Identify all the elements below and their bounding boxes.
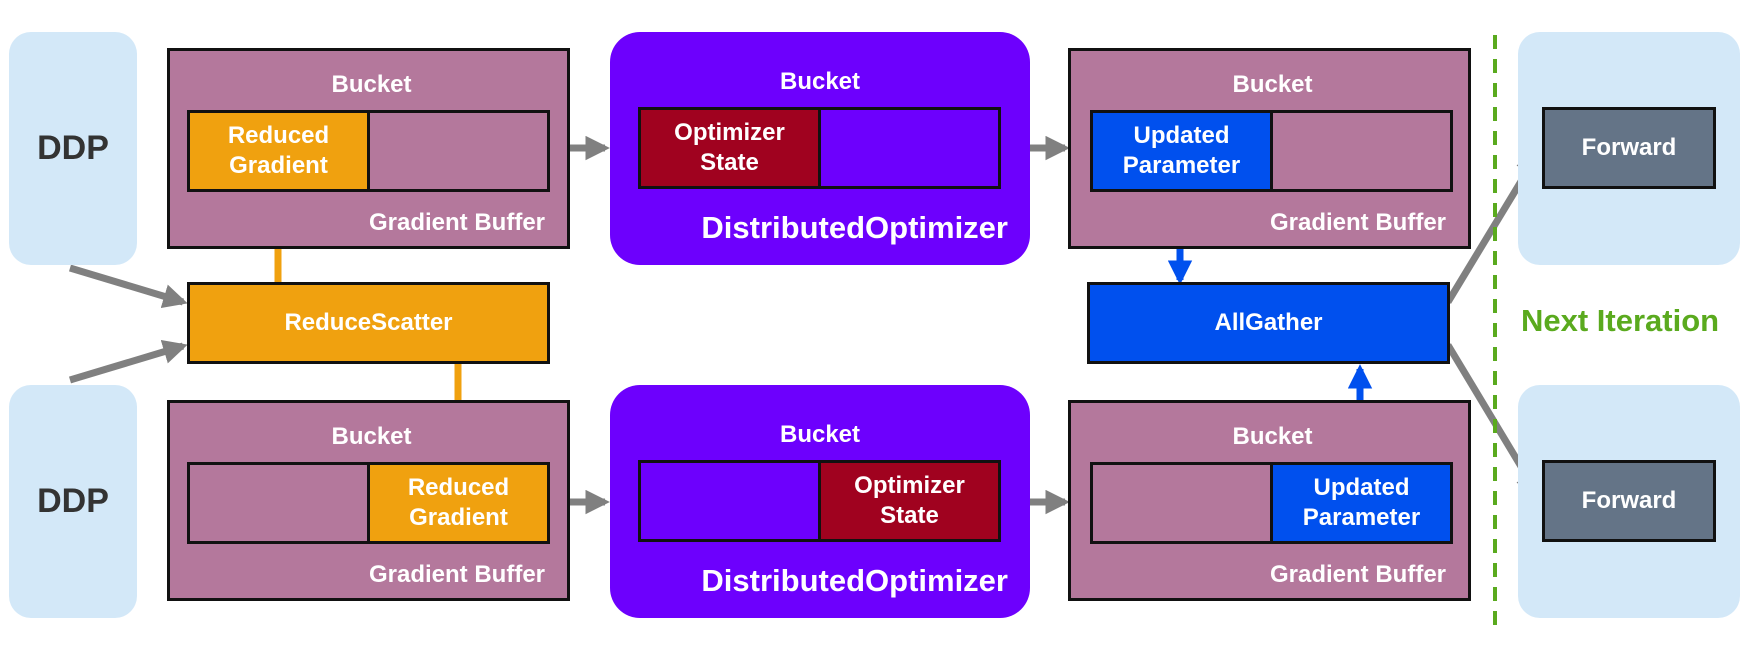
bucket-label: Bucket xyxy=(779,421,861,448)
ddp-top-to-reducescatter-arrow xyxy=(68,264,188,309)
bucket-label: Bucket xyxy=(331,71,412,98)
bucket-label: Bucket xyxy=(1232,423,1313,450)
ddp-box-bottom: DDP xyxy=(9,385,137,618)
distributed-optimizer-label: DistributedOptimizer xyxy=(701,210,1008,245)
bucket-label: Bucket xyxy=(779,68,861,95)
bucket-label: Bucket xyxy=(1232,71,1313,98)
reduce-scatter-label: ReduceScatter xyxy=(284,309,453,336)
empty-bucket-cell xyxy=(190,465,367,541)
forward-label: Forward xyxy=(1581,487,1677,514)
next-iteration-box-bottom: Forward xyxy=(1518,385,1740,618)
ddp-box-top: DDP xyxy=(9,32,137,265)
forward-box: Forward xyxy=(1542,460,1716,542)
empty-bucket-cell xyxy=(1270,113,1450,189)
gradient-buffer-label: Gradient Buffer xyxy=(1269,561,1446,588)
all-gather-box: AllGather xyxy=(1087,282,1450,364)
distributed-optimizer-label: DistributedOptimizer xyxy=(701,563,1008,598)
gradient-buffer-label: Gradient Buffer xyxy=(1269,209,1446,236)
all-gather-label: AllGather xyxy=(1214,309,1323,336)
empty-optimizer-cell xyxy=(641,463,818,539)
empty-bucket-cell xyxy=(367,113,547,189)
reduce-scatter-box: ReduceScatter xyxy=(187,282,550,364)
next-iteration-box-top: Forward xyxy=(1518,32,1740,265)
gradient-buffer-label: Gradient Buffer xyxy=(368,561,545,588)
next-iteration-label: Next Iteration xyxy=(1521,303,1720,338)
forward-box: Forward xyxy=(1542,107,1716,189)
gradient-buffer-label: Gradient Buffer xyxy=(368,209,545,236)
empty-optimizer-cell xyxy=(818,110,998,186)
empty-bucket-cell xyxy=(1093,465,1270,541)
forward-label: Forward xyxy=(1581,134,1677,161)
ddp-label-top: DDP xyxy=(37,129,109,167)
bucket-label: Bucket xyxy=(331,423,412,450)
ddp-bottom-to-reducescatter-arrow xyxy=(68,339,188,384)
ddp-label-bottom: DDP xyxy=(37,482,109,520)
